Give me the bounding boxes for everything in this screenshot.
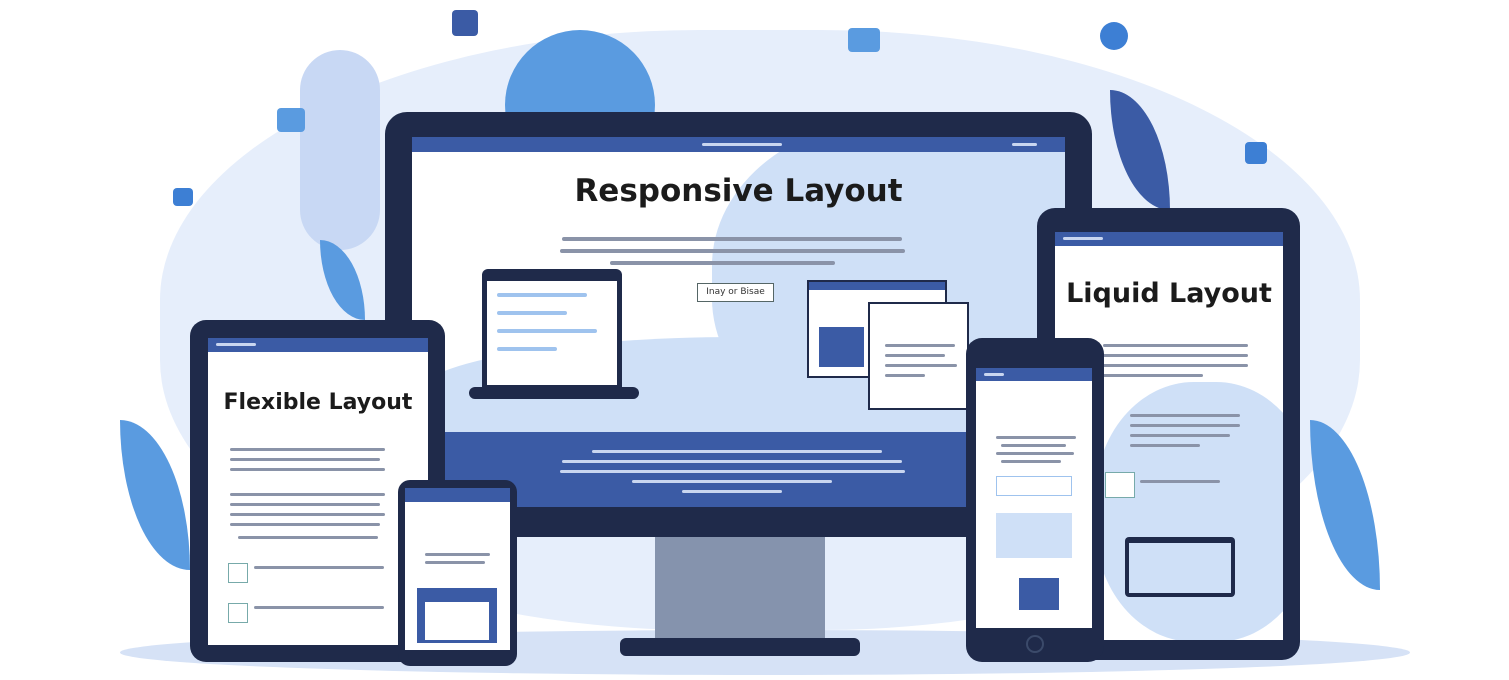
monitor-navbar [412,137,1065,152]
monitor-footer [412,432,1065,507]
monitor: Responsive Layout Inay or Bisae [385,112,1092,537]
chat-icon [277,108,305,132]
phone-small [398,480,517,666]
chat-icon [848,28,880,52]
tablet-left-title: Flexible Layout [223,390,413,415]
laptop-base [469,387,639,399]
chart-icon [1245,142,1267,164]
phone-right-screen [976,368,1092,628]
checkbox-icon [452,10,478,36]
plant-decoration [300,50,380,250]
leaf-decoration [120,420,190,570]
refresh-icon [1100,22,1128,50]
home-button[interactable] [1026,635,1044,653]
laptop-illustration [482,269,622,387]
monitor-stand-neck [655,530,825,640]
leaf-decoration [1310,420,1380,590]
monitor-title: Responsive Layout [574,173,903,209]
phone-right [966,338,1104,662]
monitor-stand-base [620,638,860,656]
monitor-screen: Responsive Layout Inay or Bisae [412,137,1065,507]
popup-window-illustration [868,302,969,410]
phone-small-screen [405,488,510,650]
tablet-right-title: Liquid Layout [1066,278,1272,309]
card-icon [173,188,193,206]
tablet-left-screen: Flexible Layout [208,338,428,645]
cta-button[interactable]: Inay or Bisae [697,283,774,302]
